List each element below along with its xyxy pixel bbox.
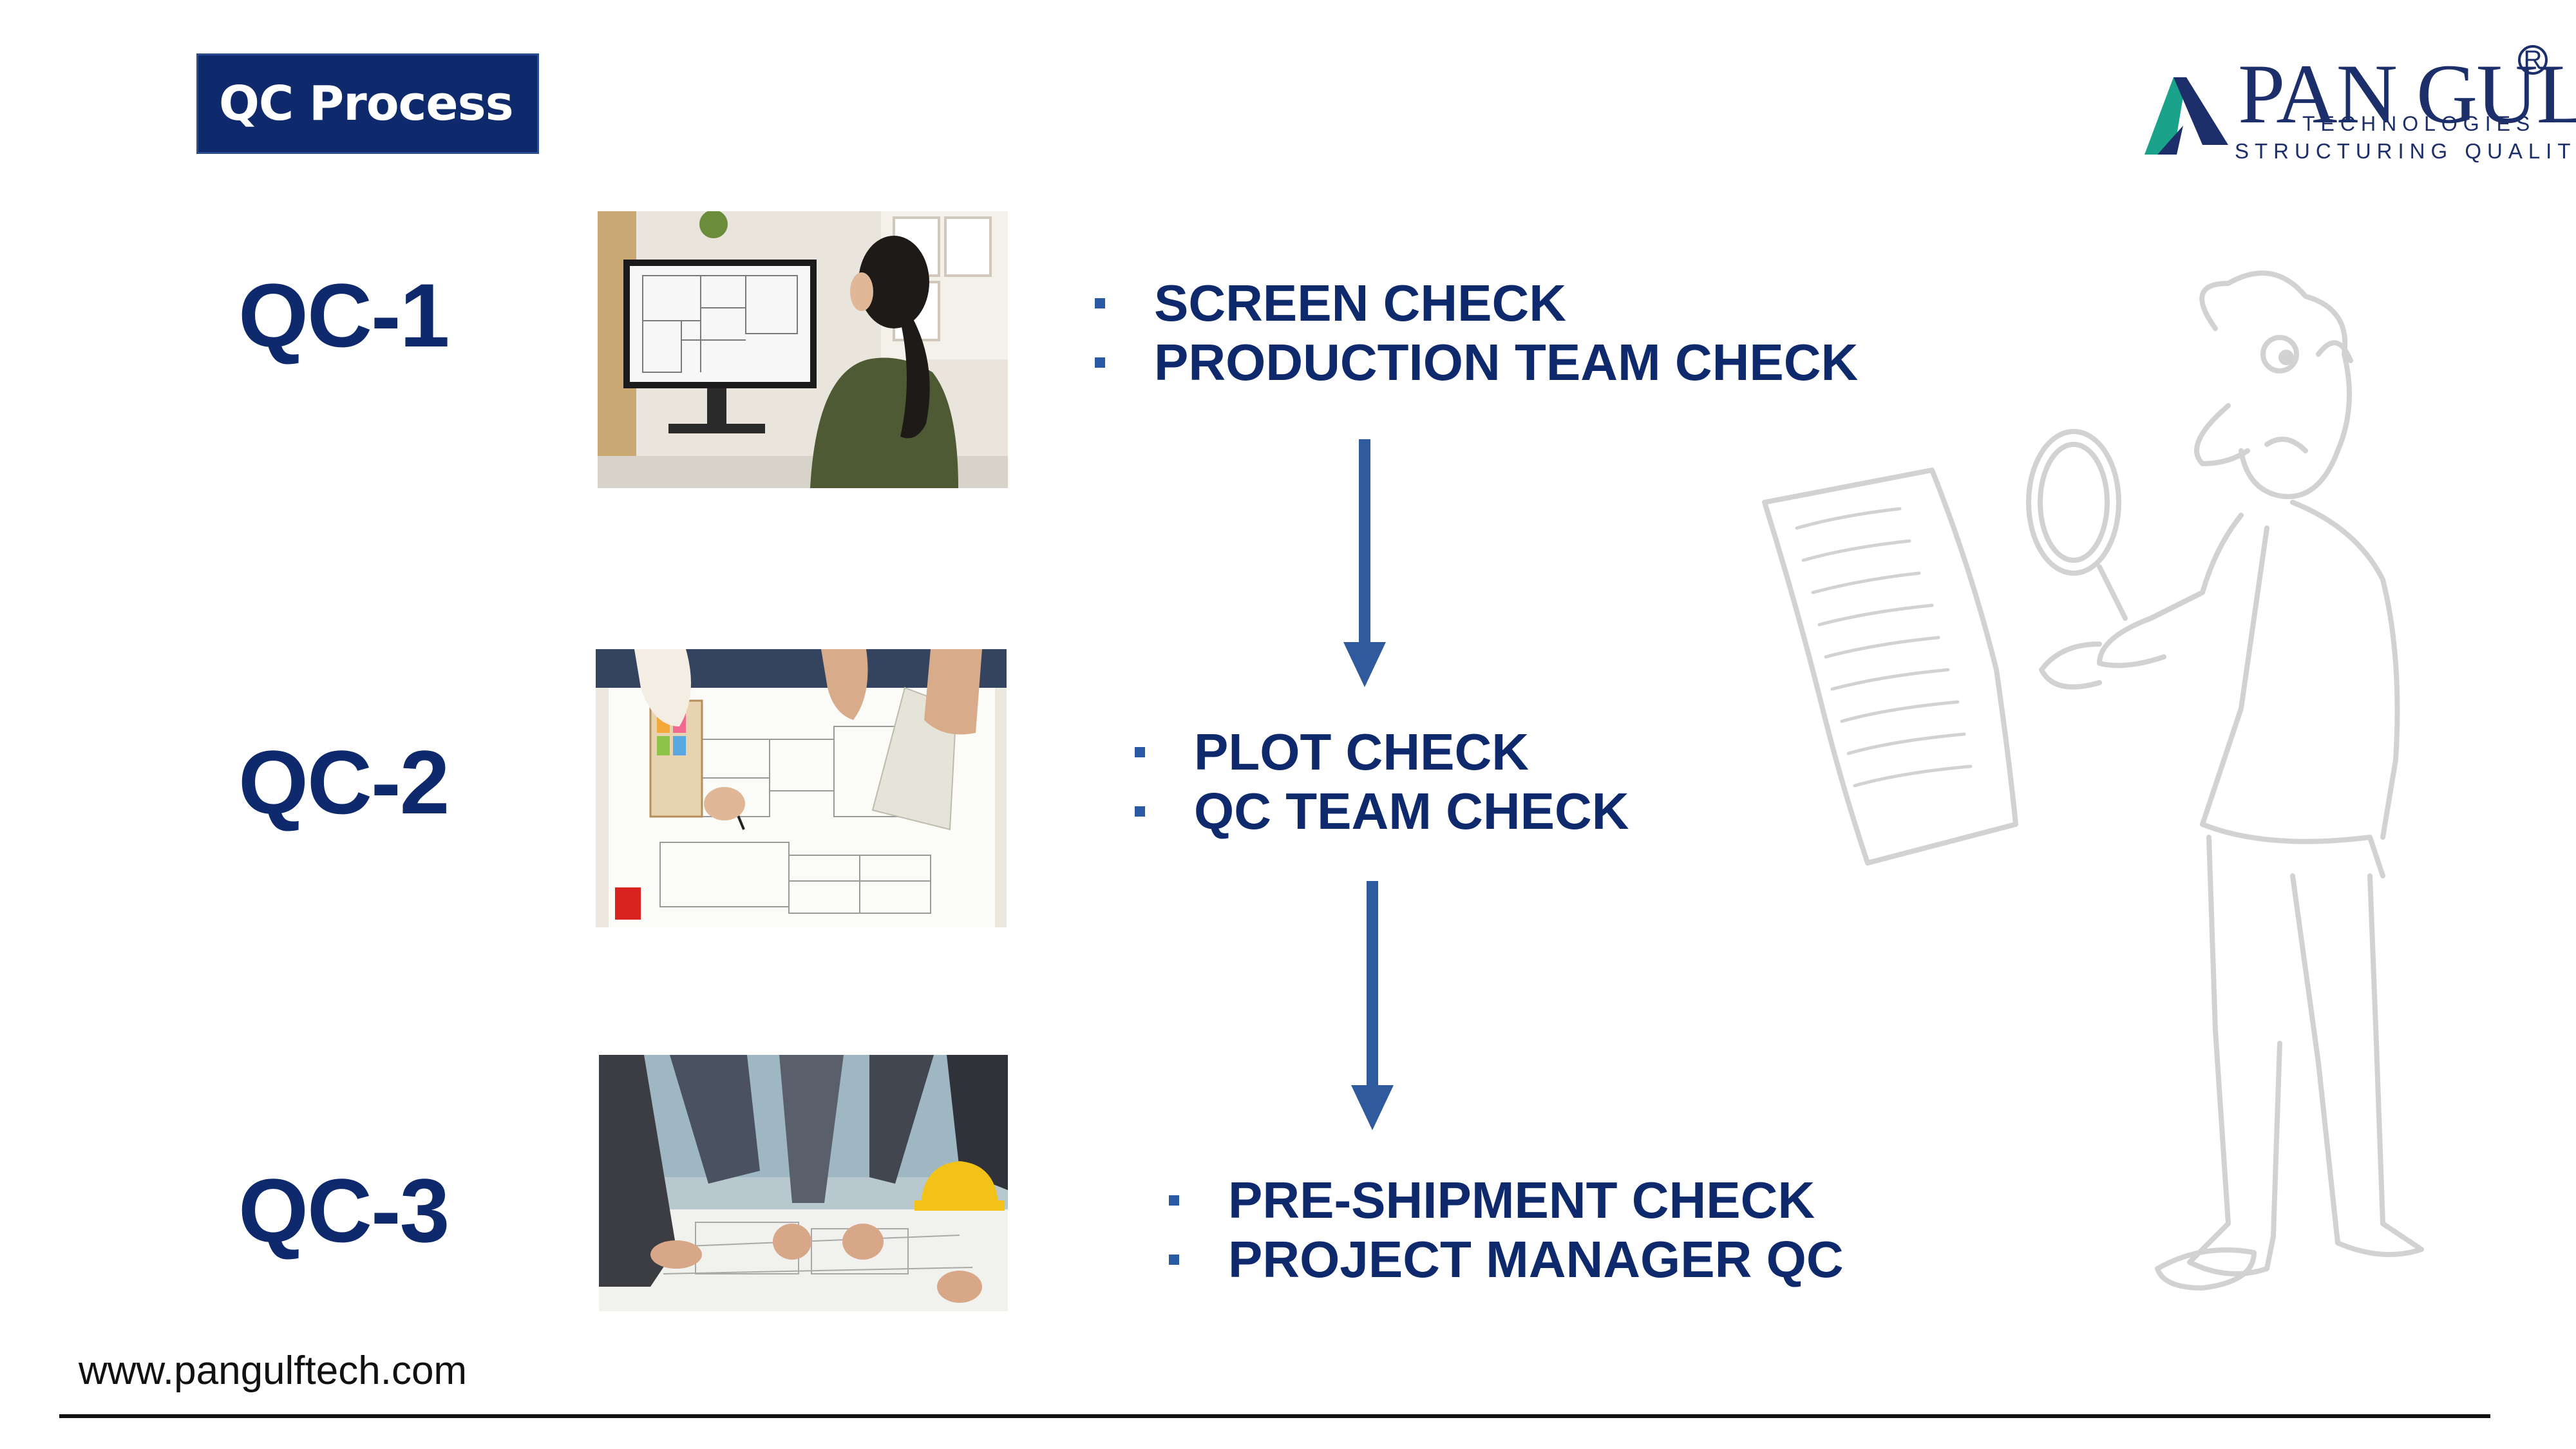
- down-arrow-icon: [1351, 881, 1394, 1130]
- check-label: PRE-SHIPMENT CHECK: [1228, 1171, 1815, 1229]
- inspector-with-magnifier-illustration: [1762, 270, 2424, 1291]
- square-bullet-icon: [1135, 806, 1145, 817]
- footer-divider: [59, 1414, 2490, 1418]
- logo-tagline: STRUCTURING QUALITY: [2235, 139, 2576, 163]
- down-arrow-icon: [1343, 439, 1386, 687]
- check-label: PLOT CHECK: [1194, 723, 1529, 781]
- square-bullet-icon: [1135, 747, 1145, 757]
- qc-2-label: QC-2: [238, 732, 450, 833]
- check-label: QC TEAM CHECK: [1194, 782, 1629, 840]
- list-item: PROJECT MANAGER QC: [1169, 1230, 1844, 1289]
- registered-mark-icon: R: [2518, 45, 2548, 75]
- square-bullet-icon: [1169, 1255, 1179, 1265]
- screen-check-photo: [598, 211, 1008, 488]
- square-bullet-icon: [1095, 298, 1105, 308]
- square-bullet-icon: [1169, 1195, 1179, 1206]
- list-item: QC TEAM CHECK: [1135, 782, 1629, 841]
- plot-check-photo: [596, 649, 1007, 927]
- pre-shipment-check-photo: [599, 1055, 1008, 1311]
- list-item: PRODUCTION TEAM CHECK: [1095, 333, 1858, 392]
- list-item: SCREEN CHECK: [1095, 274, 1858, 333]
- qc-3-checks: PRE-SHIPMENT CHECK PROJECT MANAGER QC: [1169, 1171, 1844, 1289]
- qc-2-checks: PLOT CHECK QC TEAM CHECK: [1135, 723, 1629, 841]
- logo-subtitle: TECHNOLOGIES: [2302, 112, 2536, 135]
- slide-title: QC Process: [219, 76, 514, 131]
- pan-gulf-logo: PAN GULF R TECHNOLOGIES STRUCTURING QUAL…: [2138, 45, 2576, 167]
- website-url: www.pangulftech.com: [79, 1349, 468, 1393]
- pan-gulf-logo-mark-icon: [2145, 77, 2228, 155]
- check-label: SCREEN CHECK: [1154, 274, 1567, 332]
- qc-1-label: QC-1: [238, 265, 450, 366]
- list-item: PRE-SHIPMENT CHECK: [1169, 1171, 1844, 1230]
- check-label: PRODUCTION TEAM CHECK: [1154, 334, 1859, 391]
- square-bullet-icon: [1095, 357, 1105, 368]
- qc-1-checks: SCREEN CHECK PRODUCTION TEAM CHECK: [1095, 274, 1858, 392]
- slide-title-box: QC Process: [196, 53, 539, 154]
- list-item: PLOT CHECK: [1135, 723, 1629, 782]
- qc-3-label: QC-3: [238, 1160, 450, 1261]
- check-label: PROJECT MANAGER QC: [1228, 1231, 1844, 1288]
